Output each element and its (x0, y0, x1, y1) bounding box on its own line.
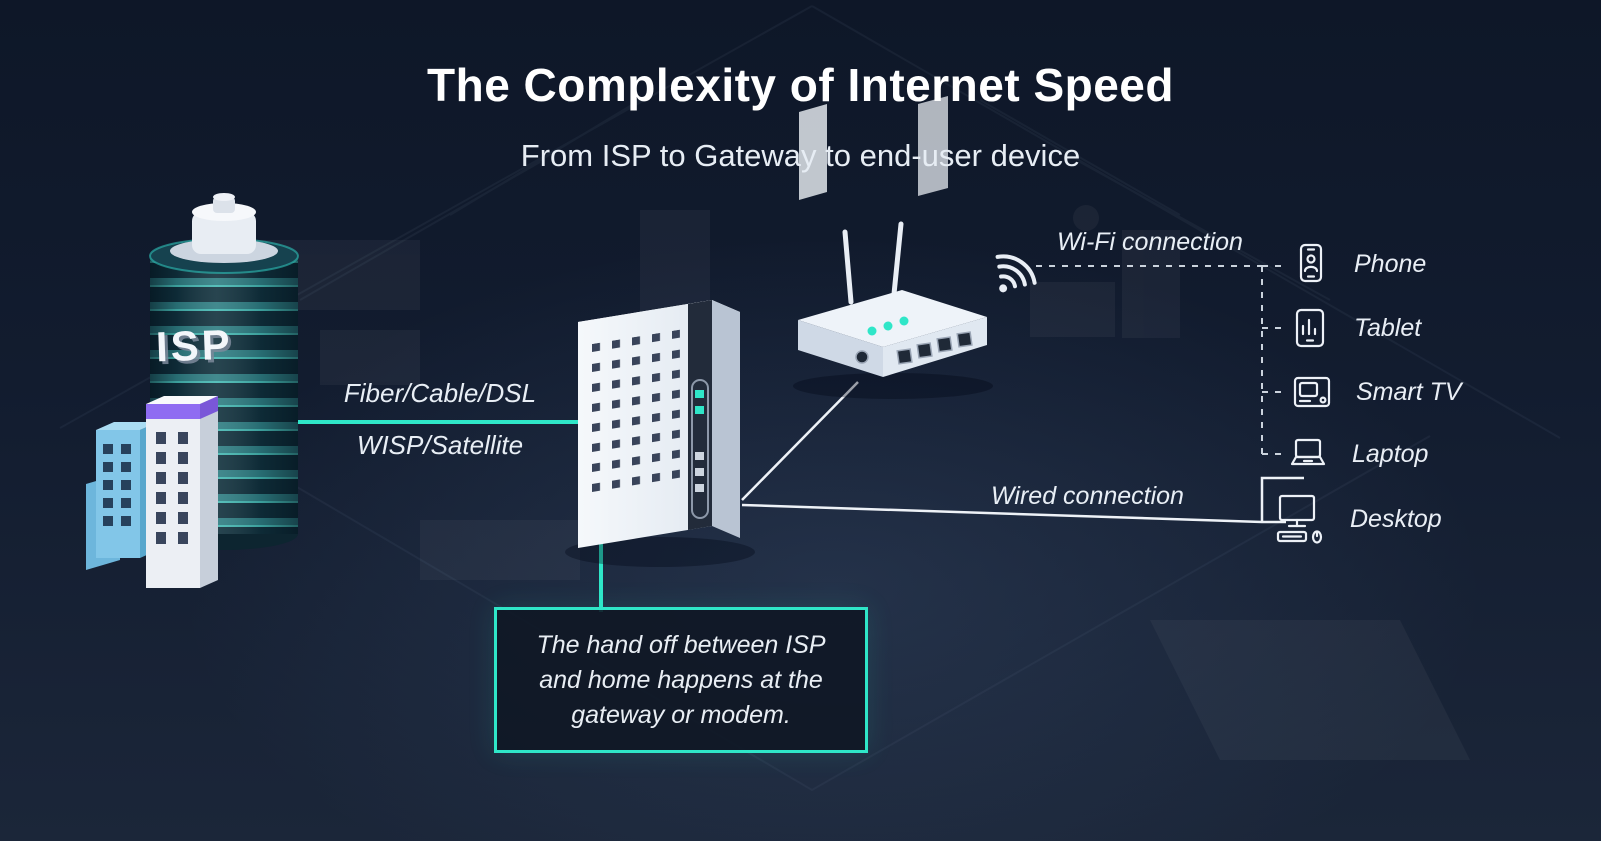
isp-building-label: ISP (155, 320, 234, 371)
device-label: Laptop (1352, 439, 1429, 468)
wifi-dashed-lines (1036, 265, 1286, 455)
white-building-windows (156, 432, 188, 544)
device-row-desktop: Desktop (1272, 490, 1442, 548)
device-label: Tablet (1354, 313, 1422, 342)
floorplan-furniture (250, 205, 1470, 760)
router-ports (896, 331, 973, 365)
blue-building-windows (103, 444, 131, 526)
desktop-icon (1276, 494, 1323, 544)
gateway-modem (565, 300, 755, 567)
link-label-wisp-satellite: WISP/Satellite (356, 430, 524, 460)
wifi-connection-label: Wi-Fi connection (1057, 228, 1243, 256)
wired-connection-line (741, 476, 1304, 524)
device-row-laptop: Laptop (1284, 430, 1428, 478)
floorplan-doors (799, 96, 948, 200)
phone-icon (1299, 243, 1323, 283)
page-subtitle: From ISP to Gateway to end-user device (520, 138, 1081, 173)
tablet-icon (1295, 308, 1325, 348)
wifi-signal-icon (995, 254, 1037, 293)
wired-connection-label: Wired connection (991, 482, 1184, 510)
callout-line: gateway or modem. (571, 700, 791, 729)
device-label: Phone (1354, 249, 1427, 278)
callout-box: The hand off between ISP and home happen… (494, 607, 868, 753)
smart-tv-icon (1293, 376, 1331, 408)
callout-line: The hand off between ISP (536, 630, 826, 659)
laptop-icon (1290, 438, 1326, 466)
device-row-smart-tv: Smart TV (1288, 368, 1462, 416)
wifi-router (793, 221, 993, 399)
modem-vents (592, 329, 680, 494)
device-label: Smart TV (1356, 377, 1462, 406)
device-label: Desktop (1350, 504, 1442, 533)
callout-line: and home happens at the (539, 665, 823, 694)
link-label-fiber-cable-dsl: Fiber/Cable/DSL (343, 378, 537, 408)
device-row-tablet: Tablet (1286, 304, 1421, 352)
device-row-phone: Phone (1286, 240, 1426, 288)
page-title: The Complexity of Internet Speed (427, 59, 1174, 111)
city-buildings (86, 396, 218, 588)
router-gateway-cable (741, 381, 859, 501)
